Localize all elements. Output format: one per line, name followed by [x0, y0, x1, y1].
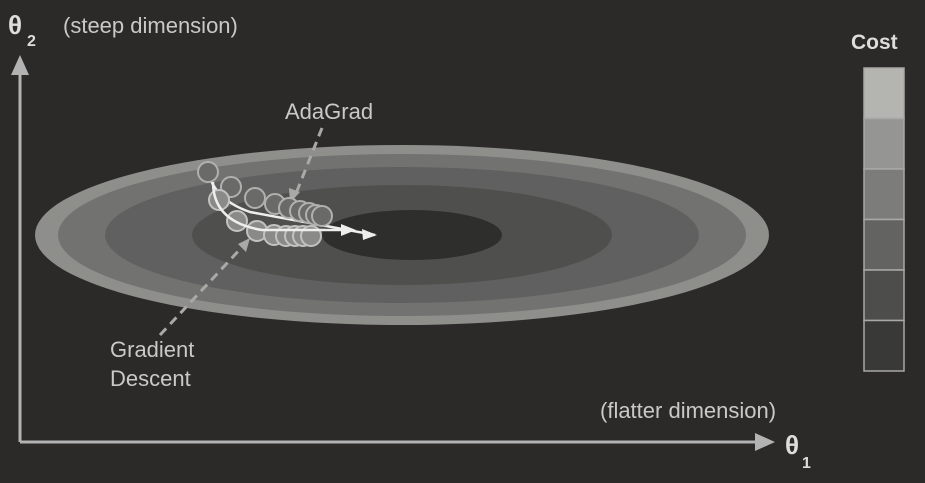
legend-swatch	[863, 319, 905, 372]
y-axis-label: (steep dimension)	[63, 13, 238, 38]
legend-swatch	[863, 218, 905, 271]
legend-swatch	[863, 269, 905, 322]
legend-swatch	[863, 67, 905, 120]
gd-path	[211, 181, 356, 236]
legend-swatch	[863, 168, 905, 221]
adagrad-label: AdaGrad	[285, 99, 373, 124]
legend-title: Cost	[851, 31, 898, 54]
y-axis-arrow-icon	[11, 55, 29, 75]
x-axis-arrow-icon	[755, 433, 775, 451]
contour-center	[322, 210, 502, 260]
x-axis-subscript: 1	[802, 455, 811, 472]
gd-pointer	[158, 243, 246, 337]
adagrad-step	[244, 187, 266, 209]
y-axis-symbol: θ	[8, 10, 22, 40]
gd-pointer-arrow-icon	[238, 238, 250, 252]
y-axis-subscript: 2	[27, 33, 36, 50]
adagrad-pointer	[293, 127, 324, 197]
legend-swatches	[863, 67, 905, 372]
gd-label-line2: Descent	[110, 366, 191, 391]
adagrad-step	[197, 161, 219, 183]
adagrad-arrowhead-icon	[362, 229, 377, 240]
x-axis-label: (flatter dimension)	[600, 398, 776, 423]
gd-arrowhead-icon	[341, 224, 356, 236]
cost-contours	[35, 145, 769, 325]
gd-trajectory	[211, 181, 352, 232]
gd-label-line1: Gradient	[110, 337, 194, 362]
cost-legend: Cost	[851, 31, 905, 372]
axes	[11, 55, 775, 451]
adagrad-step	[311, 205, 333, 227]
adagrad-steps	[197, 161, 333, 227]
legend-swatch	[863, 117, 905, 170]
x-axis-symbol: θ	[785, 430, 799, 460]
